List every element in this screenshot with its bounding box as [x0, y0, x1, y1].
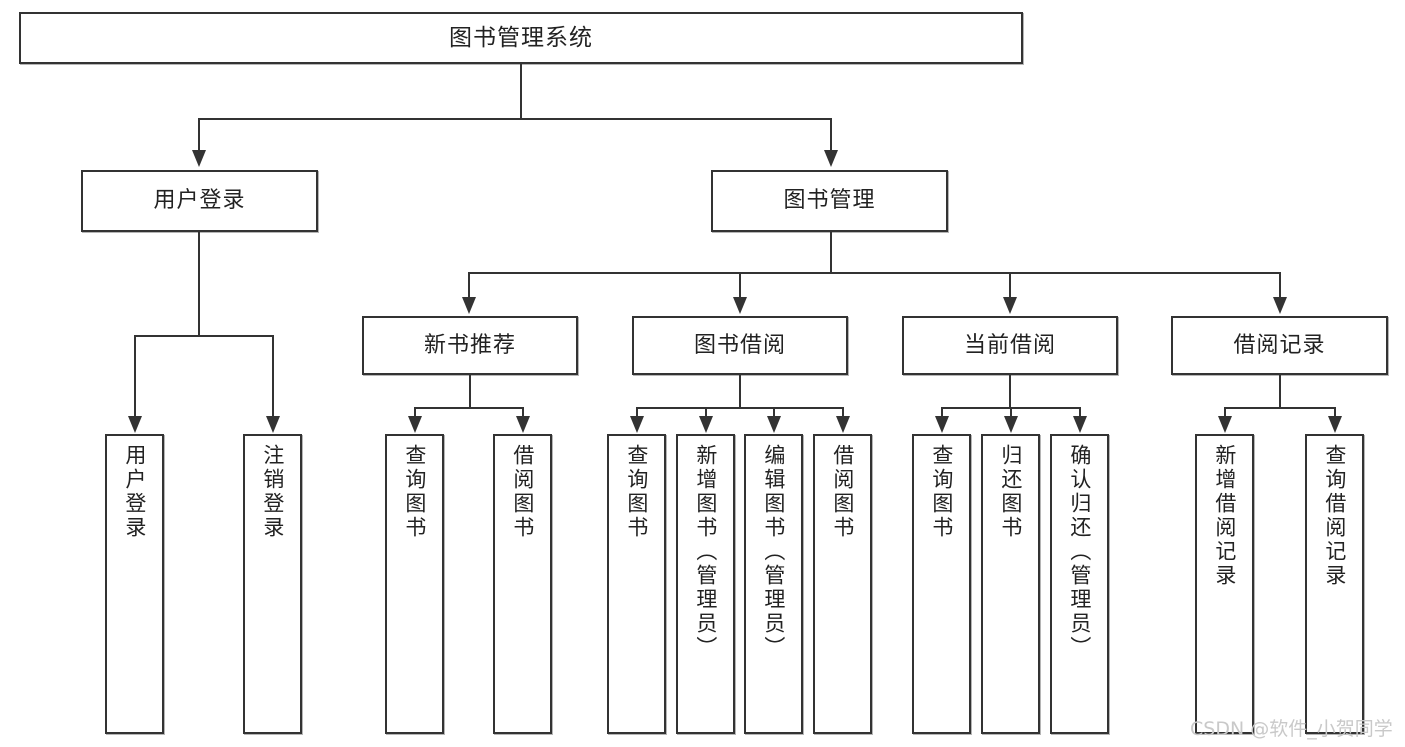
connector-to-new-book-recommend — [468, 272, 470, 299]
node-user-login[interactable]: 用户登录 — [81, 170, 318, 232]
node-label: 借阅图书 — [830, 444, 855, 540]
arrowhead-user-login-child-2 — [266, 416, 280, 433]
connector-new-book-recommend-child-1 — [414, 407, 416, 418]
arrowhead-book-borrow-child-1 — [630, 416, 644, 433]
connector-book-management-stem — [830, 232, 832, 272]
connector-borrow-record-child-2 — [1334, 407, 1336, 418]
connector-user-login-stem — [198, 232, 200, 335]
node-root-book-management-system[interactable]: 图书管理系统 — [19, 12, 1023, 64]
connector-book-borrow-stem — [739, 375, 741, 407]
connector-current-borrow-child-1 — [941, 407, 943, 418]
node-label: 借阅记录 — [1233, 332, 1326, 358]
connector-current-borrow-child-2 — [1010, 407, 1012, 418]
arrowhead-book-borrow-child-3 — [767, 416, 781, 433]
arrowhead-to-book-borrow — [733, 297, 747, 314]
leaf-borrow-record-add-record[interactable]: 新增借阅记录 — [1195, 434, 1254, 734]
arrowhead-book-borrow-child-2 — [699, 416, 713, 433]
connector-current-borrow-stem — [1009, 375, 1011, 407]
node-label: 用户登录 — [122, 444, 147, 540]
connector-new-book-recommend-child-2 — [522, 407, 524, 418]
arrowhead-current-borrow-child-3 — [1073, 416, 1087, 433]
leaf-new-book-borrow-book[interactable]: 借阅图书 — [493, 434, 552, 734]
arrowhead-to-new-book-recommend — [462, 297, 476, 314]
arrowhead-borrow-record-child-2 — [1328, 416, 1342, 433]
node-label: 查询图书 — [402, 444, 427, 540]
node-label: 图书管理 — [783, 188, 876, 214]
node-borrow-record[interactable]: 借阅记录 — [1171, 316, 1388, 375]
arrowhead-new-book-recommend-child-1 — [408, 416, 422, 433]
connector-user-login-bus — [134, 335, 274, 337]
connector-book-borrow-child-1 — [636, 407, 638, 418]
arrowhead-to-user-login — [192, 150, 206, 167]
leaf-new-book-query-book[interactable]: 查询图书 — [385, 434, 444, 734]
connector-user-login-child-1 — [134, 335, 136, 418]
connector-borrow-record-stem — [1279, 375, 1281, 407]
leaf-user-login-logout[interactable]: 注销登录 — [243, 434, 302, 734]
connector-new-book-recommend-stem — [469, 375, 471, 407]
node-label: 新增图书（管理员） — [693, 444, 718, 660]
arrowhead-to-borrow-record — [1273, 297, 1287, 314]
leaf-book-borrow-add-book-admin[interactable]: 新增图书（管理员） — [676, 434, 735, 734]
connector-borrow-record-child-1 — [1224, 407, 1226, 418]
leaf-current-borrow-return-book[interactable]: 归还图书 — [981, 434, 1040, 734]
arrowhead-current-borrow-child-1 — [935, 416, 949, 433]
node-label: 查询借阅记录 — [1322, 444, 1347, 588]
node-label: 查询图书 — [929, 444, 954, 540]
connector-user-login-child-2 — [272, 335, 274, 418]
connector-book-borrow-child-2 — [705, 407, 707, 418]
leaf-book-borrow-edit-book-admin[interactable]: 编辑图书（管理员） — [744, 434, 803, 734]
leaf-book-borrow-borrow-book[interactable]: 借阅图书 — [813, 434, 872, 734]
arrowhead-to-book-management — [824, 150, 838, 167]
node-label: 编辑图书（管理员） — [761, 444, 786, 660]
connector-to-user-login — [198, 118, 200, 152]
node-label: 确认归还（管理员） — [1067, 444, 1092, 660]
connector-to-book-borrow — [739, 272, 741, 299]
connector-to-borrow-record — [1279, 272, 1281, 299]
connector-book-borrow-child-3 — [773, 407, 775, 418]
connector-level3-bus — [468, 272, 1280, 274]
arrowhead-user-login-child-1 — [128, 416, 142, 433]
connector-current-borrow-child-3 — [1079, 407, 1081, 418]
arrowhead-current-borrow-child-2 — [1004, 416, 1018, 433]
node-label: 图书借阅 — [693, 332, 786, 358]
leaf-current-borrow-confirm-return-admin[interactable]: 确认归还（管理员） — [1050, 434, 1109, 734]
connector-new-book-recommend-bus — [414, 407, 524, 409]
node-label: 归还图书 — [998, 444, 1023, 540]
node-label: 查询图书 — [624, 444, 649, 540]
leaf-book-borrow-query-book[interactable]: 查询图书 — [607, 434, 666, 734]
leaf-borrow-record-query-record[interactable]: 查询借阅记录 — [1305, 434, 1364, 734]
leaf-current-borrow-query-book[interactable]: 查询图书 — [912, 434, 971, 734]
connector-to-current-borrow — [1009, 272, 1011, 299]
node-label: 注销登录 — [260, 444, 285, 540]
node-new-book-recommend[interactable]: 新书推荐 — [362, 316, 578, 375]
arrowhead-new-book-recommend-child-2 — [516, 416, 530, 433]
node-label: 新书推荐 — [423, 332, 516, 358]
node-label: 图书管理系统 — [449, 24, 593, 51]
node-label: 新增借阅记录 — [1212, 444, 1237, 588]
node-label: 当前借阅 — [963, 332, 1056, 358]
node-current-borrow[interactable]: 当前借阅 — [902, 316, 1118, 375]
connector-book-borrow-bus — [636, 407, 844, 409]
connector-level2-bus — [198, 118, 832, 120]
leaf-user-login-login[interactable]: 用户登录 — [105, 434, 164, 734]
node-label: 用户登录 — [153, 188, 246, 214]
arrowhead-to-current-borrow — [1003, 297, 1017, 314]
node-label: 借阅图书 — [510, 444, 535, 540]
connector-root-stem — [520, 64, 522, 118]
node-book-management[interactable]: 图书管理 — [711, 170, 948, 232]
arrowhead-borrow-record-child-1 — [1218, 416, 1232, 433]
node-book-borrow[interactable]: 图书借阅 — [632, 316, 848, 375]
arrowhead-book-borrow-child-4 — [836, 416, 850, 433]
connector-to-book-management — [830, 118, 832, 152]
connector-borrow-record-bus — [1224, 407, 1336, 409]
connector-book-borrow-child-4 — [842, 407, 844, 418]
